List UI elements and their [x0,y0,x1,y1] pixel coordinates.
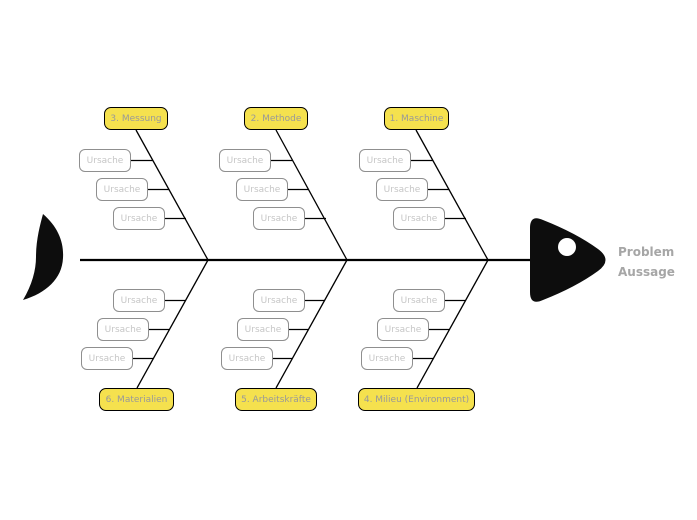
branch-line-maschine [415,129,489,261]
cause-box[interactable]: Ursache [237,318,289,341]
fish-eye [558,238,576,256]
cause-box[interactable]: Ursache [253,207,305,230]
problem-statement-line1: Problem [618,245,675,259]
category-box-messung[interactable]: 3. Messung [104,107,168,130]
cause-box[interactable]: Ursache [359,149,411,172]
cause-box[interactable]: Ursache [376,178,428,201]
cause-box[interactable]: Ursache [221,347,273,370]
cause-box[interactable]: Ursache [219,149,271,172]
category-box-milieu[interactable]: 4. Milieu (Environment) [358,388,475,411]
cause-box[interactable]: Ursache [393,289,445,312]
branch-line-materialien [136,259,209,389]
cause-box[interactable]: Ursache [236,178,288,201]
cause-box[interactable]: Ursache [113,207,165,230]
problem-statement-line2: Aussage [618,265,675,279]
cause-box[interactable]: Ursache [393,207,445,230]
category-box-arbeitskraefte[interactable]: 5. Arbeitskräfte [235,388,317,411]
cause-box[interactable]: Ursache [96,178,148,201]
problem-statement-label[interactable]: Problem Aussage [618,242,675,282]
branch-line-methode [275,129,348,261]
cause-box[interactable]: Ursache [253,289,305,312]
branch-line-milieu [416,259,489,389]
cause-box[interactable]: Ursache [81,347,133,370]
category-box-methode[interactable]: 2. Methode [244,107,308,130]
fish-head-shape[interactable] [530,218,606,302]
cause-box[interactable]: Ursache [97,318,149,341]
category-box-maschine[interactable]: 1. Maschine [384,107,449,130]
cause-box[interactable]: Ursache [79,149,131,172]
branch-line-messung [135,129,209,261]
fish-tail-shape[interactable] [23,214,64,300]
category-box-materialien[interactable]: 6. Materialien [99,388,174,411]
cause-box[interactable]: Ursache [377,318,429,341]
cause-box[interactable]: Ursache [113,289,165,312]
cause-box[interactable]: Ursache [361,347,413,370]
branch-line-arbeitskraefte [275,259,348,389]
